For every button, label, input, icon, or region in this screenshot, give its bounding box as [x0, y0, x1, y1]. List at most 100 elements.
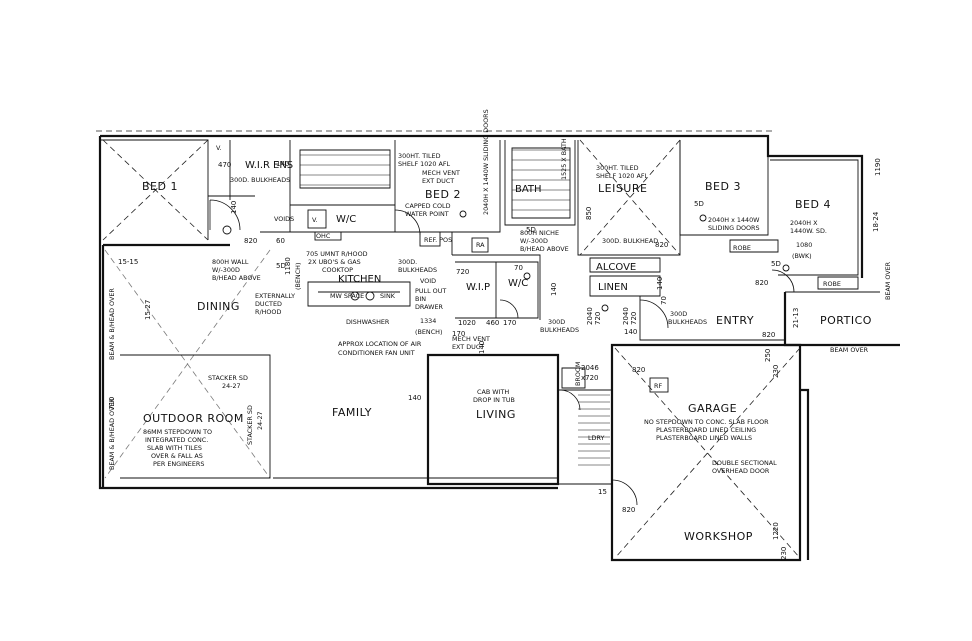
svg-text:NO STEPDOWN TO CONC. SLAB FLOO: NO STEPDOWN TO CONC. SLAB FLOOR	[644, 418, 769, 426]
svg-text:705 UMNT R/HOOD: 705 UMNT R/HOOD	[306, 250, 368, 258]
svg-text:BEAM & B/HEAD OVER: BEAM & B/HEAD OVER	[108, 398, 116, 470]
svg-text:1190: 1190	[874, 158, 882, 176]
room-kitchen: KITCHEN	[338, 274, 381, 285]
svg-text:2040H x 1440W: 2040H x 1440W	[708, 216, 760, 224]
svg-text:BULKHEADS: BULKHEADS	[398, 266, 437, 274]
svg-text:BEAM OVER: BEAM OVER	[830, 346, 869, 354]
svg-text:STACKER SD: STACKER SD	[246, 405, 254, 445]
svg-text:230: 230	[772, 365, 780, 378]
diagonals	[102, 139, 801, 559]
robe-bed4: ROBE	[823, 280, 841, 288]
svg-text:B/HEAD ABOVE: B/HEAD ABOVE	[520, 245, 569, 253]
room-bed3: BED 3	[705, 180, 741, 193]
svg-text:820: 820	[244, 237, 257, 245]
svg-text:BIN: BIN	[415, 295, 426, 303]
room-linen: LINEN	[598, 282, 628, 293]
room-bath: BATH	[515, 184, 542, 195]
svg-text:820: 820	[762, 331, 775, 339]
svg-text:5D: 5D	[771, 260, 781, 268]
svg-text:MECH VENT: MECH VENT	[422, 169, 460, 177]
svg-text:DISHWASHER: DISHWASHER	[346, 318, 390, 326]
svg-text:1334: 1334	[420, 317, 436, 325]
svg-text:2X UBO'S & GAS: 2X UBO'S & GAS	[308, 258, 361, 266]
svg-text:SLIDING DOORS: SLIDING DOORS	[708, 224, 760, 232]
svg-text:140: 140	[230, 201, 238, 214]
svg-text:MECH VENT: MECH VENT	[452, 335, 490, 343]
svg-text:BULKHEADS: BULKHEADS	[668, 318, 707, 326]
svg-text:BULKHEADS: BULKHEADS	[540, 326, 579, 334]
svg-text:BEAM & B/HEAD OVER: BEAM & B/HEAD OVER	[108, 288, 116, 360]
svg-text:W/-300D: W/-300D	[212, 266, 240, 274]
svg-text:B/HEAD ABOVE: B/HEAD ABOVE	[212, 274, 261, 282]
svg-text:CAPPED COLD: CAPPED COLD	[405, 202, 451, 210]
room-alcove: ALCOVE	[596, 262, 636, 273]
svg-text:PLASTERBOARD LINED WALLS: PLASTERBOARD LINED WALLS	[656, 434, 752, 442]
svg-text:OVERHEAD DOOR: OVERHEAD DOOR	[712, 467, 770, 475]
svg-text:86MM STEPDOWN TO: 86MM STEPDOWN TO	[143, 428, 212, 436]
room-family: FAMILY	[332, 406, 372, 419]
robe-bed3: ROBE	[733, 244, 751, 252]
svg-text:1440W. SD.: 1440W. SD.	[790, 227, 827, 235]
svg-text:x720: x720	[581, 374, 599, 382]
svg-text:VOID: VOID	[420, 277, 436, 285]
svg-text:V.: V.	[216, 144, 222, 152]
svg-text:(BENCH): (BENCH)	[294, 263, 302, 290]
svg-text:300D: 300D	[670, 310, 687, 318]
svg-text:140: 140	[276, 160, 289, 168]
svg-text:MW SPACE: MW SPACE	[330, 292, 364, 300]
svg-text:PER ENGINEERS: PER ENGINEERS	[153, 460, 204, 468]
svg-text:SLAB WITH TILES: SLAB WITH TILES	[147, 444, 202, 452]
room-bed4: BED 4	[795, 198, 831, 211]
svg-text:R/HOOD: R/HOOD	[255, 308, 281, 316]
svg-text:300D. BULKHEAD: 300D. BULKHEAD	[602, 237, 658, 245]
svg-text:820: 820	[655, 241, 668, 249]
svg-text:DOUBLE SECTIONAL: DOUBLE SECTIONAL	[712, 459, 777, 467]
room-bed1: BED 1	[142, 180, 178, 193]
svg-text:460: 460	[486, 319, 499, 327]
svg-text:DRAWER: DRAWER	[415, 303, 443, 311]
svg-text:710: 710	[108, 397, 116, 410]
svg-text:1525 X BATH: 1525 X BATH	[560, 138, 568, 180]
svg-text:70: 70	[660, 296, 668, 305]
svg-text:5D: 5D	[526, 226, 536, 234]
svg-text:800H WALL: 800H WALL	[212, 258, 249, 266]
svg-text:BEAM OVER: BEAM OVER	[884, 261, 892, 300]
svg-text:SINK: SINK	[380, 292, 396, 300]
svg-text:STACKER SD: STACKER SD	[208, 374, 248, 382]
svg-text:1020: 1020	[458, 319, 476, 327]
svg-text:21-13: 21-13	[792, 308, 800, 328]
svg-text:2040H X: 2040H X	[790, 219, 818, 227]
svg-text:EXTERNALLY: EXTERNALLY	[255, 292, 295, 300]
room-broom: BROOM	[574, 362, 582, 386]
svg-text:EXT DUCT: EXT DUCT	[422, 177, 454, 185]
dimensions: 470 140 140 820 60 820 820 820 820 820 1…	[108, 158, 882, 560]
svg-text:PULL OUT: PULL OUT	[415, 287, 446, 295]
walls	[96, 130, 900, 562]
svg-text:800H NICHE: 800H NICHE	[520, 229, 559, 237]
svg-text:15-15: 15-15	[118, 258, 138, 266]
svg-text:OHC: OHC	[316, 232, 331, 240]
tile-hatching	[300, 149, 610, 466]
svg-text:140: 140	[624, 328, 637, 336]
room-wip: W.I.P	[466, 282, 490, 293]
svg-text:850: 850	[585, 207, 593, 220]
svg-text:5D: 5D	[694, 200, 704, 208]
room-leisure: LEISURE	[598, 182, 647, 195]
svg-text:24-27: 24-27	[222, 382, 241, 390]
svg-text:(BWK): (BWK)	[792, 252, 812, 260]
svg-text:COOKTOP: COOKTOP	[322, 266, 353, 274]
svg-text:300D. BULKHEADS: 300D. BULKHEADS	[230, 176, 290, 184]
svg-text:140: 140	[656, 277, 664, 290]
svg-text:140: 140	[408, 394, 421, 402]
svg-text:RF: RF	[654, 382, 662, 390]
svg-text:140: 140	[478, 341, 486, 354]
svg-text:SHELF 1020 AFL: SHELF 1020 AFL	[596, 172, 649, 180]
svg-text:820: 820	[632, 366, 645, 374]
svg-text:SHELF 1020 AFL: SHELF 1020 AFL	[398, 160, 451, 168]
svg-text:24-27: 24-27	[256, 411, 264, 430]
svg-text:230: 230	[780, 547, 788, 560]
svg-text:250: 250	[764, 349, 772, 362]
svg-text:300D: 300D	[548, 318, 565, 326]
svg-text:2040H X 1440W SLIDING DOORS: 2040H X 1440W SLIDING DOORS	[482, 109, 490, 215]
svg-text:DUCTED: DUCTED	[255, 300, 282, 308]
